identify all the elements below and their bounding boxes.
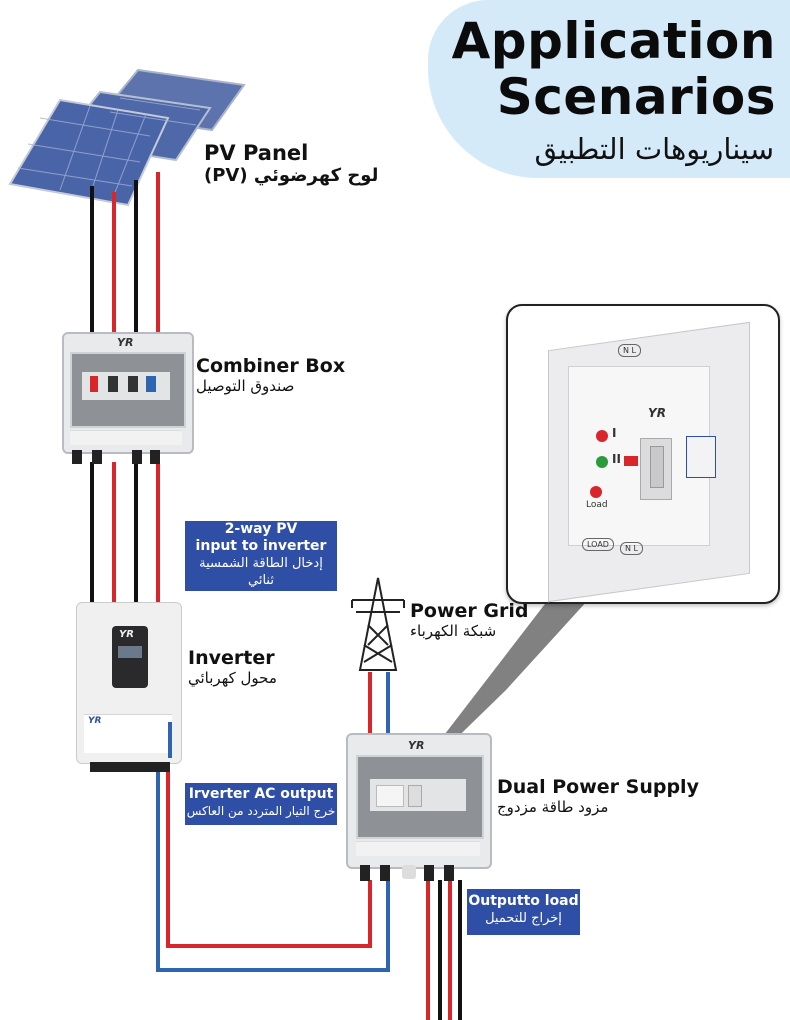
pv-panel-title: PV Panel bbox=[204, 141, 309, 165]
pv-panel-array bbox=[8, 68, 246, 207]
zoom-switch-2: II bbox=[612, 452, 621, 466]
ac-output-line1: Irverter AC output bbox=[188, 786, 334, 802]
zoom-terminal-nl-top: N L bbox=[618, 344, 641, 357]
pv-input-line2: input to inverter bbox=[195, 538, 327, 554]
power-grid-subtitle: شبكة الكهرباء bbox=[410, 622, 497, 640]
pv-panel-label: PV Panel لوح كهرضوئي (PV) bbox=[204, 141, 378, 186]
combiner-box-title: Combiner Box bbox=[196, 355, 346, 377]
power-grid-label: Power Grid شبكة الكهرباء bbox=[410, 600, 528, 640]
combiner-box-label: Combiner Box صندوق التوصيل bbox=[196, 355, 345, 395]
inverter-title: Inverter bbox=[188, 647, 275, 669]
dual-power-title: Dual Power Supply bbox=[497, 776, 699, 798]
page-title-arabic: سيناريوهات التطبيق bbox=[534, 132, 774, 166]
inverter-subtitle: محول كهربائي bbox=[188, 669, 277, 687]
page-title-line1: Application bbox=[451, 12, 776, 70]
dual-power-subtitle: مزود طاقة مزدوج bbox=[497, 798, 609, 816]
page-title-line2: Scenarios bbox=[496, 68, 776, 126]
header-banner: Application Scenarios سيناريوهات التطبيق bbox=[428, 0, 790, 178]
power-grid-title: Power Grid bbox=[410, 600, 529, 622]
power-grid-tower bbox=[351, 577, 405, 671]
output-load-caption: Outputto load إخراج للتحميل bbox=[467, 889, 580, 935]
combiner-box: YR bbox=[62, 332, 194, 464]
dual-power-brand: YR bbox=[408, 739, 425, 752]
inverter-brand-bottom: YR bbox=[88, 716, 102, 726]
ac-output-ar1: خرج التيار المتردد من العاكس bbox=[186, 804, 336, 818]
pv-input-caption: 2-way PV input to inverter إدخال الطاقة … bbox=[185, 521, 337, 605]
dual-power-label: Dual Power Supply مزود طاقة مزدوج bbox=[497, 776, 699, 816]
zoom-load-text: Load bbox=[586, 500, 608, 510]
combiner-box-subtitle: صندوق التوصيل bbox=[196, 377, 295, 395]
combiner-brand: YR bbox=[117, 336, 134, 349]
zoom-switch-1: I bbox=[612, 426, 617, 440]
pv-input-line1: 2-way PV bbox=[224, 521, 298, 537]
zoom-terminal-nl: N L bbox=[620, 542, 643, 555]
inverter: YR YR bbox=[76, 602, 182, 774]
transfer-switch-zoom: YR I II Load LOAD N L N L bbox=[506, 304, 780, 604]
pv-input-ar1: إدخال الطاقة الشمسية ثنائي bbox=[199, 556, 323, 588]
ac-output-caption: Irverter AC output خرج التيار المتردد من… bbox=[185, 783, 337, 825]
zoom-terminal-load: LOAD bbox=[582, 538, 614, 551]
inverter-label: Inverter محول كهربائي bbox=[188, 647, 277, 687]
output-load-line1: Outputto load bbox=[468, 893, 579, 909]
zoom-brand: YR bbox=[648, 406, 666, 420]
inverter-brand-top: YR bbox=[119, 629, 134, 640]
pv-input-ar2: الاتجاه إلى العاكس bbox=[210, 590, 312, 605]
dual-power-supply: YR bbox=[346, 733, 492, 883]
output-load-ar1: إخراج للتحميل bbox=[485, 911, 562, 926]
pv-panel-subtitle: لوح كهرضوئي (PV) bbox=[204, 165, 379, 186]
